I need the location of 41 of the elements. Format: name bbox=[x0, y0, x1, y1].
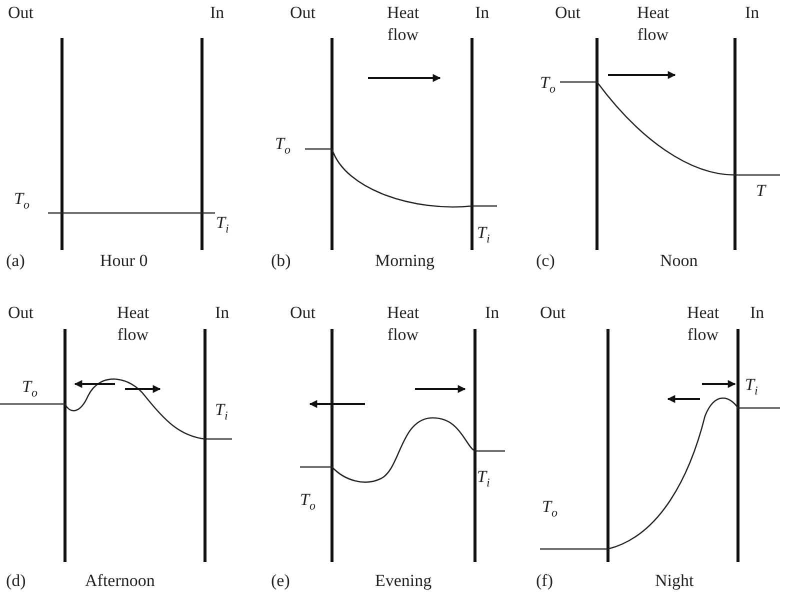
side-label: In bbox=[475, 2, 490, 24]
side-label: In bbox=[750, 302, 764, 324]
temperature-label: T$_{i}$ bbox=[745, 374, 758, 400]
heat-flow-label: Heat flow bbox=[386, 2, 420, 46]
temperature-label: T$_{i}$ bbox=[216, 212, 229, 238]
temperature-label: T$_{o}$ bbox=[14, 188, 30, 214]
time-label: Afternoon bbox=[85, 570, 155, 592]
side-label: Out bbox=[290, 2, 316, 24]
panel-letter: (f) bbox=[536, 570, 553, 592]
side-label: Out bbox=[8, 302, 34, 324]
time-label: Noon bbox=[660, 250, 698, 272]
side-label: In bbox=[745, 2, 760, 24]
heat-flow-label: Heat flow bbox=[636, 2, 670, 46]
side-label: In bbox=[210, 2, 224, 24]
side-label: Out bbox=[555, 2, 580, 24]
temperature-label: T$_{i}$ bbox=[215, 399, 228, 424]
panel-letter: (a) bbox=[6, 250, 25, 272]
panel-letter: (e) bbox=[271, 570, 290, 592]
side-label: In bbox=[485, 302, 500, 324]
side-label: Out bbox=[540, 302, 566, 324]
time-label: Night bbox=[655, 570, 694, 592]
panel-letter: (d) bbox=[6, 570, 26, 592]
panel-letter: (b) bbox=[271, 250, 291, 272]
temperature-label: T$_{o}$ bbox=[275, 133, 290, 158]
time-label: Morning bbox=[375, 250, 434, 272]
temperature-label: T$_{o}$ bbox=[540, 72, 556, 98]
temperature-label: T$_{o}$ bbox=[542, 496, 558, 522]
side-label: Out bbox=[8, 2, 34, 24]
temperature-label: T$_{i}$ bbox=[477, 222, 490, 248]
heat-flow-label: Heat flow bbox=[386, 302, 420, 346]
time-label: Evening bbox=[375, 570, 432, 592]
heat-flow-label: Heat flow bbox=[116, 302, 150, 346]
side-label: In bbox=[215, 302, 230, 324]
heat-flow-label: Heat flow bbox=[686, 302, 720, 346]
temperature-label: T bbox=[756, 180, 766, 202]
temperature-label: T$_{o}$ bbox=[22, 376, 38, 402]
temperature-label: T$_{i}$ bbox=[477, 466, 490, 492]
time-label: Hour 0 bbox=[100, 250, 148, 272]
temperature-label: T$_{o}$ bbox=[300, 489, 316, 514]
side-label: Out bbox=[290, 302, 316, 324]
panel-letter: (c) bbox=[536, 250, 555, 272]
